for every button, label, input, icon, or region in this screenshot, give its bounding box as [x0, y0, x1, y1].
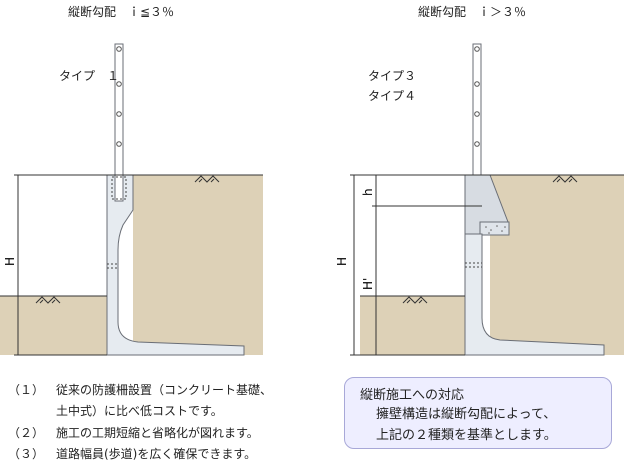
- right-type-label-4: タイプ４: [368, 89, 417, 103]
- note-1-text-cont: 土中式）に比べ低コストです。: [56, 404, 223, 418]
- left-front-soil: [0, 296, 107, 355]
- right-dimension-label-Hprime: H': [361, 278, 375, 290]
- left-post-hole: [116, 46, 122, 52]
- right-lower-wall: [464, 233, 605, 356]
- left-hatch-front: [35, 296, 61, 304]
- note-2-text: 施工の工期短縮と省略化が図れます。: [56, 426, 259, 440]
- left-post-hole: [116, 81, 122, 87]
- callout-line-2: 上記の２種類を基準とします。: [376, 428, 557, 443]
- note-1-number: （１）: [8, 383, 45, 397]
- left-post-hole: [116, 141, 122, 147]
- left-hatch-front-inner: [39, 299, 56, 304]
- right-guard-post: [472, 43, 482, 176]
- left-hatch-top: [194, 175, 220, 183]
- right-post-hole: [474, 46, 480, 52]
- callout-line-1: 擁壁構造は縦断勾配によって、: [376, 407, 557, 422]
- right-dimension-label-H: H: [335, 257, 349, 266]
- note-3-text: 道路幅員(歩道)を広く確保できます。: [56, 447, 257, 461]
- right-grade-label: 縦断勾配 ｉ＞３％: [418, 5, 527, 19]
- right-panel-drawing: H h H': [335, 43, 624, 356]
- left-type-label: タイプ １: [59, 69, 120, 83]
- right-post-hole: [474, 81, 480, 87]
- left-hatch-top-inner: [198, 178, 215, 183]
- right-backfill-soil: [490, 175, 624, 355]
- left-guard-post: [114, 43, 124, 202]
- note-2-number: （２）: [8, 426, 45, 440]
- left-dimension-label: H: [3, 257, 17, 266]
- right-hatch-top: [552, 175, 578, 183]
- note-3-number: （３）: [8, 447, 45, 461]
- right-dimension-label-h: h: [361, 188, 375, 196]
- right-hatch-front-inner: [406, 299, 423, 304]
- left-post-socket: [111, 176, 127, 200]
- right-hatch-front: [402, 296, 428, 304]
- note-1-text: 従来の防護柵設置（コンクリート基礎、: [56, 383, 273, 397]
- right-footing-dots: [485, 225, 506, 234]
- left-post-hole: [116, 111, 122, 117]
- right-type-label-3: タイプ３: [368, 69, 417, 83]
- callout-title: 縦断施工への対応: [360, 388, 465, 403]
- right-post-hole: [474, 141, 480, 147]
- left-grade-label: 縦断勾配 ｉ≦３％: [68, 5, 175, 19]
- right-hatch-top-inner: [556, 178, 573, 183]
- right-parapet-footing: [479, 221, 510, 236]
- left-backfill-soil: [133, 175, 263, 355]
- callout-box: 縦断施工への対応 擁壁構造は縦断勾配によって、 上記の２種類を基準とします。: [344, 377, 612, 449]
- right-front-soil: [360, 296, 472, 355]
- right-post-hole: [474, 111, 480, 117]
- left-panel-drawing: H: [0, 43, 263, 356]
